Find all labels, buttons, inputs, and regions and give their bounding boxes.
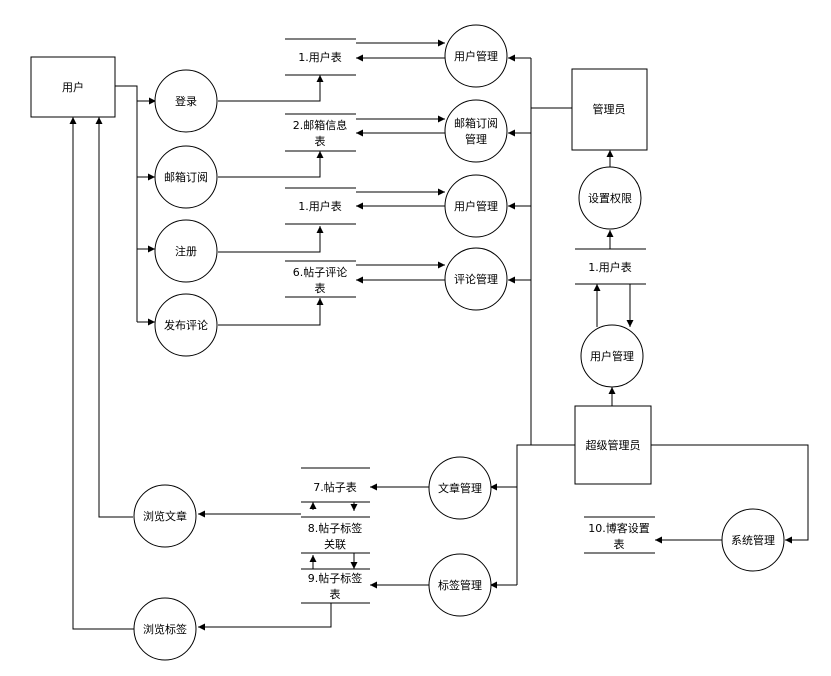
process-comment-mgmt: 评论管理 bbox=[444, 247, 508, 311]
edge-browse-tag-user bbox=[69, 117, 135, 630]
process-mail-sub-mgmt-label-2: 管理 bbox=[465, 132, 487, 146]
edge-mail-subscribe-mail-info bbox=[218, 151, 324, 178]
store-user-table-c: 1.用户表 bbox=[575, 248, 646, 285]
process-register: 注册 bbox=[154, 219, 218, 283]
process-register-label: 注册 bbox=[175, 244, 197, 258]
process-tag-mgmt: 标签管理 bbox=[428, 553, 492, 617]
process-post-comment-label: 发布评论 bbox=[164, 318, 208, 332]
store-mail-info: 2.邮箱信息 表 bbox=[285, 113, 356, 152]
process-set-permission-label: 设置权限 bbox=[588, 192, 632, 205]
entity-admin: 管理员 bbox=[571, 68, 648, 151]
store-post-tag: 9.帖子标签 表 bbox=[301, 568, 370, 604]
store-blog-settings-label-2: 表 bbox=[614, 537, 625, 551]
entity-user-label: 用户 bbox=[62, 80, 84, 94]
process-mail-subscribe-label: 邮箱订阅 bbox=[164, 170, 208, 184]
process-user-mgmt-3: 用户管理 bbox=[580, 324, 644, 388]
store-user-table-b-label: 1.用户表 bbox=[298, 199, 342, 213]
process-login: 登录 bbox=[154, 69, 218, 133]
process-set-permission: 设置权限 bbox=[578, 166, 642, 230]
process-comment-mgmt-label: 评论管理 bbox=[454, 272, 498, 286]
store-post-table: 7.帖子表 bbox=[301, 467, 370, 503]
process-login-label: 登录 bbox=[175, 94, 197, 108]
process-article-mgmt-label: 文章管理 bbox=[438, 481, 482, 495]
process-user-mgmt-2: 用户管理 bbox=[444, 174, 508, 238]
store-post-comment: 6.帖子评论 表 bbox=[285, 260, 356, 298]
process-browse-tag: 浏览标签 bbox=[133, 597, 197, 661]
store-blog-settings-label-1: 10.博客设置 bbox=[588, 521, 650, 535]
process-user-mgmt-3-label: 用户管理 bbox=[590, 349, 634, 363]
edge-superadmin-left bbox=[516, 444, 575, 585]
entity-super-admin: 超级管理员 bbox=[574, 405, 652, 485]
process-browse-article: 浏览文章 bbox=[133, 484, 197, 548]
process-system-mgmt-label: 系统管理 bbox=[731, 533, 775, 547]
entity-user: 用户 bbox=[30, 56, 116, 118]
store-mail-info-label-2: 表 bbox=[315, 134, 326, 148]
edge-admin-bus bbox=[530, 107, 575, 446]
process-browse-tag-label: 浏览标签 bbox=[143, 622, 187, 636]
store-post-tag-rel-label-2: 关联 bbox=[324, 537, 346, 551]
store-post-tag-rel: 8.帖子标签 关联 bbox=[301, 516, 370, 554]
store-post-comment-label-2: 表 bbox=[315, 281, 326, 295]
edges bbox=[69, 39, 809, 631]
process-user-mgmt-1-label: 用户管理 bbox=[454, 49, 498, 63]
store-post-tag-label-1: 9.帖子标签 bbox=[308, 571, 363, 585]
entity-super-admin-label: 超级管理员 bbox=[586, 438, 641, 452]
store-post-tag-rel-label-1: 8.帖子标签 bbox=[308, 521, 363, 535]
process-mail-subscribe: 邮箱订阅 bbox=[154, 145, 218, 209]
process-browse-article-label: 浏览文章 bbox=[143, 509, 187, 523]
process-user-mgmt-1: 用户管理 bbox=[444, 24, 508, 88]
store-user-table-b: 1.用户表 bbox=[285, 187, 356, 225]
store-blog-settings: 10.博客设置 表 bbox=[584, 516, 655, 554]
process-post-comment: 发布评论 bbox=[154, 293, 218, 357]
process-tag-mgmt-label: 标签管理 bbox=[438, 578, 482, 592]
process-mail-sub-mgmt: 邮箱订阅 管理 bbox=[444, 99, 508, 163]
store-user-table-c-label: 1.用户表 bbox=[588, 260, 632, 274]
edge-login-user-table bbox=[218, 75, 324, 102]
store-post-table-label: 7.帖子表 bbox=[313, 480, 357, 494]
edge-user-login bbox=[115, 85, 156, 105]
process-mail-sub-mgmt-label-1: 邮箱订阅 bbox=[454, 116, 498, 130]
store-user-table-a: 1.用户表 bbox=[285, 38, 356, 76]
edge-post-comment-comment-table bbox=[218, 298, 324, 326]
edge-superadmin-system bbox=[651, 444, 809, 544]
edge-tag-browse-tag bbox=[198, 603, 332, 631]
store-mail-info-label-1: 2.邮箱信息 bbox=[293, 118, 348, 132]
process-article-mgmt: 文章管理 bbox=[428, 456, 492, 520]
edge-browse-article-user bbox=[95, 117, 133, 518]
store-post-comment-label-1: 6.帖子评论 bbox=[293, 265, 348, 279]
process-system-mgmt: 系统管理 bbox=[721, 508, 785, 572]
process-user-mgmt-2-label: 用户管理 bbox=[454, 199, 498, 213]
entity-admin-label: 管理员 bbox=[593, 102, 626, 116]
store-user-table-a-label: 1.用户表 bbox=[298, 50, 342, 64]
edge-register-user-table bbox=[218, 226, 324, 253]
store-post-tag-label-2: 表 bbox=[330, 587, 341, 601]
